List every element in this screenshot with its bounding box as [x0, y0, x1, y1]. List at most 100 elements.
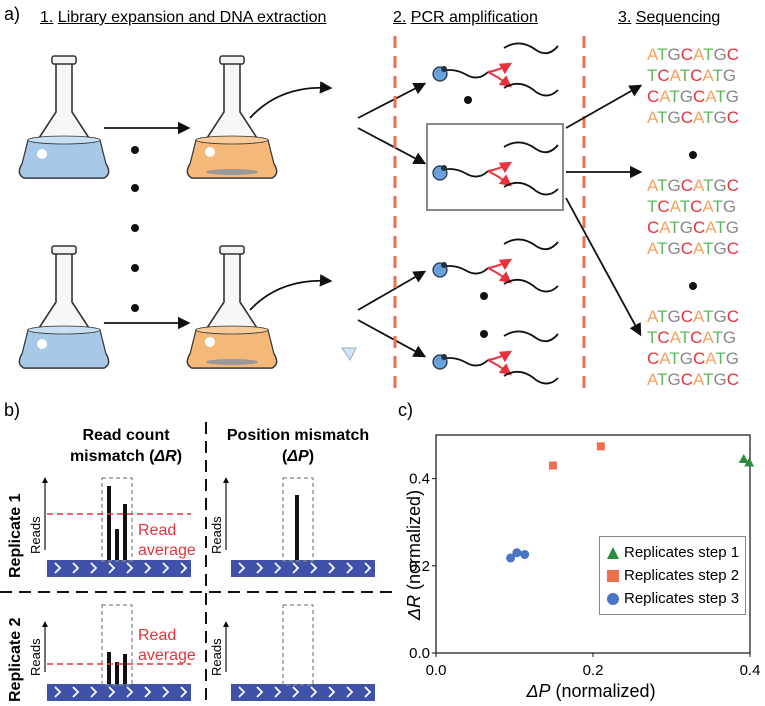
row-label-replicate-1: Replicate 1 [7, 493, 24, 578]
flask-orange-top [186, 55, 278, 179]
step-1-number: 1. [40, 9, 54, 26]
dna-track-r2c1 [47, 684, 191, 701]
step-3-number: 3. [618, 9, 632, 26]
legend-item-step3: Replicates step 3 [606, 587, 739, 610]
row-label-replicate-2: Replicate 2 [7, 617, 24, 702]
data-point-triangle [744, 457, 755, 467]
arrow-to-seq-1 [565, 84, 643, 129]
dna-track-r1c2 [231, 560, 375, 577]
reads-axis-r1c2: Reads [209, 477, 229, 554]
pcr-unit-2 [432, 141, 559, 196]
arrow-to-pcr-3 [357, 270, 427, 311]
col1-title-line1: Read count [82, 427, 170, 444]
pcr-unit-4 [432, 330, 559, 385]
read-bars-r1c1 [107, 486, 127, 560]
data-point-triangle [738, 453, 749, 463]
read-bar-r1c2 [295, 495, 299, 560]
legend-item-step2: Replicates step 2 [606, 564, 739, 587]
reads-axis-r2c1: Reads [28, 621, 48, 676]
reads-label-r2c2: Reads [209, 638, 224, 676]
col2-title-suffix: ) [309, 448, 314, 465]
y-axis-label-symbol: ΔR [404, 595, 424, 621]
average-label-r1-line1: Read [138, 522, 176, 539]
sequence-line: CATGCATG [647, 349, 739, 368]
data-point-square [596, 442, 605, 451]
pcr-unit-3 [432, 238, 559, 293]
col2-title-line1: Position mismatch [227, 427, 369, 444]
legend-label-step3: Replicates step 3 [624, 590, 740, 607]
legend-label-step1: Replicates step 1 [624, 544, 740, 561]
data-point-square [548, 461, 557, 470]
legend-label-step2: Replicates step 2 [624, 567, 740, 584]
seq-dot-2 [689, 282, 697, 290]
square-marker-icon [607, 569, 619, 582]
pcr-unit-1 [432, 42, 559, 97]
pcr-dot-3 [480, 330, 488, 338]
sequence-line: ATGCATGC [647, 370, 739, 389]
chart-legend: Replicates step 1 Replicates step 2 Repl… [599, 536, 747, 615]
y-tick-label: 0.0 [409, 645, 430, 662]
reads-label-r2c1: Reads [28, 638, 43, 676]
window-box-r1c2 [282, 477, 314, 562]
window-box-r1c1 [101, 477, 133, 562]
step-1-text: Library expansion and DNA extraction [57, 9, 327, 26]
col2-title-prefix: ( [282, 448, 288, 465]
sequence-line: ATGCATGC [647, 239, 739, 258]
step-2-number: 2. [393, 9, 407, 26]
read-mismatch-diagram: Read count mismatch (ΔR) Position mismat… [0, 422, 395, 706]
arrow-to-pcr-4 [357, 319, 427, 358]
sequence-line: ATGCATGC [647, 108, 739, 127]
x-axis-label-rest: (normalized) [551, 681, 656, 701]
data-point-circle [506, 553, 516, 563]
pcr-dot-1 [464, 96, 472, 104]
average-label-r2-line1: Read [138, 627, 176, 644]
tube-icon [341, 347, 357, 361]
x-axis-label-symbol: ΔP [525, 681, 550, 701]
reads-label-r1c2: Reads [209, 516, 224, 554]
arrow-to-seq-3 [565, 197, 642, 337]
window-box-r2c1 [101, 604, 133, 686]
sequence-line: TCATCATG [647, 66, 737, 85]
panel-a-label: a) [4, 4, 21, 24]
curve-arrow-top [249, 81, 333, 119]
chart-points [506, 442, 755, 563]
col1-title-suffix: ) [177, 448, 182, 465]
reads-label-r1c1: Reads [28, 516, 43, 554]
sequence-line: ATGCATGC [647, 45, 739, 64]
pcr-highlight-box [426, 123, 564, 211]
x-tick-label: 0.4 [740, 662, 761, 679]
dna-track-r2c2 [231, 684, 375, 701]
window-box-r2c2 [282, 604, 314, 686]
step-3-title: 3. Sequencing [618, 9, 720, 27]
step-2-title: 2. PCR amplification [393, 9, 538, 27]
data-point-circle [520, 549, 530, 559]
sequence-line: TCATCATG [647, 328, 737, 347]
col2-title-symbol: ΔP [286, 448, 309, 465]
arrow-to-pcr-1 [357, 82, 427, 119]
x-tick-label: 0.0 [426, 662, 447, 679]
step-2-text: PCR amplification [410, 9, 538, 26]
y-axis-label-rest: (normalized) [404, 490, 424, 595]
reads-axis-r1c1: Reads [28, 477, 48, 554]
sequence-line: CATGCATG [647, 218, 739, 237]
data-point-circle [512, 548, 522, 558]
flask-orange-bottom [186, 245, 278, 369]
step-3-text: Sequencing [635, 9, 721, 26]
curve-arrow-bottom [249, 274, 333, 311]
circle-marker-icon [607, 592, 619, 605]
panel-c-label: c) [398, 400, 413, 420]
triangle-marker-icon [607, 546, 619, 559]
arrow-to-pcr-2 [357, 127, 427, 165]
read-bars-r2c1 [107, 652, 127, 684]
sequence-line: ATGCATGC [647, 176, 739, 195]
dna-track-r1c1 [47, 560, 191, 577]
y-tick-label: 0.2 [409, 558, 430, 575]
flask-blue-bottom [18, 245, 110, 369]
flask-blue-top [18, 55, 110, 179]
sequence-line: TCATCATG [647, 197, 737, 216]
x-tick-label: 0.2 [583, 662, 604, 679]
reads-axis-r2c2: Reads [209, 621, 229, 676]
